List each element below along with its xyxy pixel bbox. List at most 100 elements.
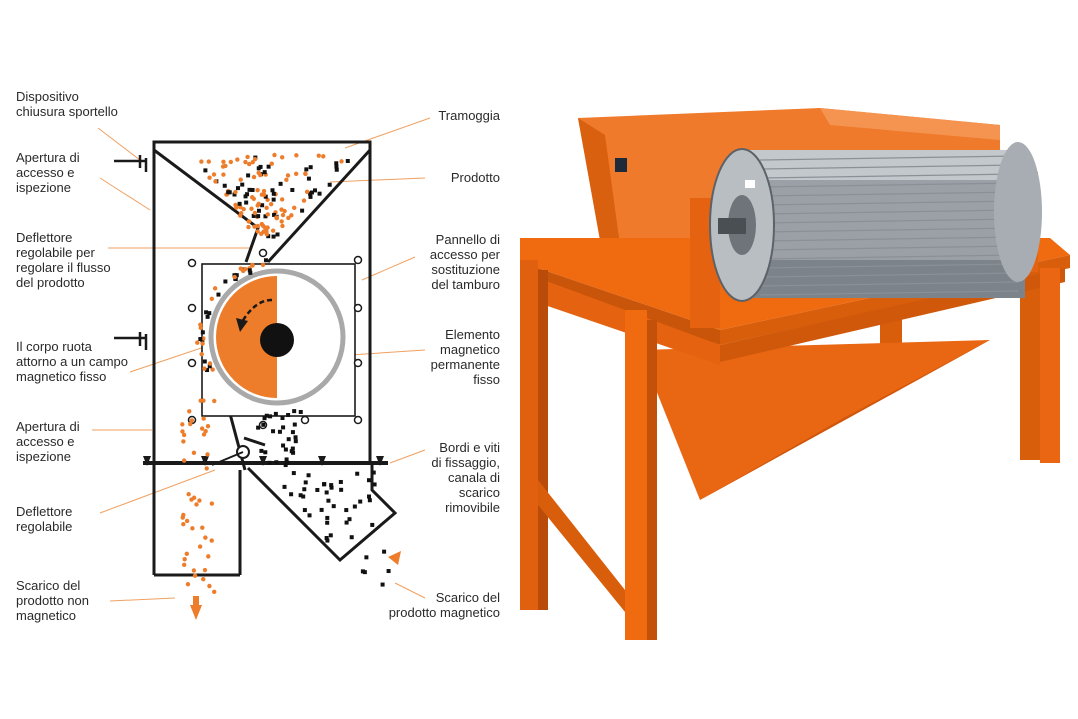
non-magnetic-particle: [182, 557, 187, 562]
leader-apertura-top: [99, 177, 151, 211]
label-apertura-accesso-bottom: Apertura di accesso e ispezione: [16, 419, 80, 464]
magnetic-particle: [271, 191, 276, 196]
non-magnetic-particle: [205, 423, 211, 429]
non-magnetic-particle: [212, 286, 218, 291]
magnetic-particle: [308, 165, 313, 170]
non-magnetic-particle: [198, 325, 203, 331]
non-magnetic-particle: [241, 268, 246, 274]
drum-rib: [759, 155, 1019, 161]
non-magnetic-particle: [199, 426, 205, 431]
non-magnetic-particle: [303, 171, 308, 176]
drum-shaft: [260, 323, 294, 357]
panel-bolt-hole: [353, 415, 363, 425]
magnetic-particle: [262, 416, 267, 421]
magnetic-particle: [298, 493, 303, 498]
non-magnetic-particle: [181, 458, 187, 463]
machine-leg-front-left: [520, 260, 538, 610]
non-magnetic-particle: [245, 154, 250, 160]
label-elemento-magnetico: Elemento magnetico permanente fisso: [430, 327, 500, 387]
door-latch-top: [114, 155, 148, 172]
non-magnetic-particle: [285, 173, 291, 178]
non-magnetic-particle: [260, 262, 266, 268]
magnetic-particle: [266, 164, 271, 169]
non-magnetic-particle: [292, 205, 297, 211]
non-magnetic-particle: [294, 153, 299, 158]
non-magnetic-particle: [188, 421, 193, 427]
label-pannello-accesso: Pannello di accesso per sostituzione del…: [429, 232, 500, 292]
non-magnetic-particle: [252, 210, 258, 216]
non-magnetic-particle: [246, 161, 252, 167]
magnetic-particle: [289, 449, 294, 454]
flange-bolt: [143, 456, 151, 466]
magnetic-particle: [345, 159, 350, 164]
non-magnetic-particle: [279, 219, 284, 224]
magnetic-particle: [234, 273, 239, 278]
drum-rib: [759, 209, 1019, 215]
magnetic-particle: [372, 482, 377, 487]
non-magnetic-particle: [207, 583, 212, 589]
door-latch-bottom: [114, 332, 148, 350]
non-magnetic-particle: [280, 223, 285, 229]
non-magnetic-particle: [293, 171, 299, 177]
non-magnetic-particle: [206, 554, 211, 559]
magnetic-particle: [284, 457, 289, 462]
non-magnetic-particle: [241, 206, 246, 212]
non-magnetic-particle: [279, 197, 285, 202]
magnetic-particle: [263, 450, 268, 455]
non-magnetic-particle: [194, 502, 199, 507]
non-magnetic-particle: [186, 491, 191, 497]
magnetic-particle: [360, 569, 365, 574]
non-magnetic-particle: [181, 432, 187, 438]
magnetic-particle: [309, 190, 314, 195]
non-magnetic-particle: [212, 398, 217, 404]
non-magnetic-particle: [269, 161, 274, 166]
non-magnetic-particle: [202, 366, 207, 371]
magnetic-particle: [325, 538, 330, 543]
magnetic-particle: [331, 504, 336, 509]
magnetic-particle: [216, 292, 221, 297]
non-magnetic-particle: [286, 215, 291, 221]
flange-bolt: [201, 456, 209, 466]
drum-rib: [759, 182, 1019, 188]
magnetic-particle: [306, 473, 311, 478]
magnetic-particle: [298, 409, 303, 414]
non-magnetic-particle: [250, 262, 255, 268]
non-magnetic-particle: [265, 212, 270, 217]
magnetic-particle: [358, 499, 363, 504]
non-magnetic-particle: [255, 223, 260, 229]
magnetic-particle: [285, 460, 290, 465]
non-magnetic-particle: [316, 153, 321, 158]
non-magnetic-particle: [207, 361, 213, 366]
non-magnetic-particle: [233, 202, 238, 208]
non-magnetic-particle: [261, 192, 267, 197]
magnetic-particle: [204, 310, 209, 315]
panel-bolt-hole: [353, 255, 363, 265]
leader-prodotto: [329, 177, 426, 183]
magnetic-chute: [246, 463, 398, 563]
non-magnetic-particle: [180, 422, 185, 427]
non-magnetic-particle: [272, 152, 277, 158]
magnetic-particle: [338, 479, 343, 484]
magnetic-particle: [327, 182, 332, 187]
non-magnetic-particle: [274, 215, 279, 220]
panel-bolt-hole: [187, 358, 197, 368]
magnetic-particle: [256, 214, 261, 219]
label-bordi-viti: Bordi e viti di fissaggio, canala di sca…: [431, 440, 500, 515]
magnetic-particle: [226, 190, 231, 195]
non-magnetic-particle: [201, 416, 206, 421]
magnetic-particle: [200, 330, 205, 335]
magnetic-particle: [293, 435, 298, 440]
non-magnetic-particle: [249, 195, 255, 200]
machine-cone: [640, 340, 990, 500]
magnetic-particle: [256, 425, 261, 430]
non-magnetic-particle: [198, 398, 203, 403]
non-magnetic-particle: [301, 198, 307, 203]
magnetic-particle: [306, 176, 311, 181]
non-magnetic-particle: [184, 551, 189, 556]
non-magnetic-particle: [201, 432, 207, 437]
non-magnetic-particle: [200, 525, 205, 530]
panel-bolt-hole: [353, 303, 363, 313]
magnetic-particle: [278, 181, 283, 186]
label-deflettore-regolabile: Deflettore regolabile: [16, 504, 73, 534]
non-magnetic-particle: [209, 501, 215, 506]
